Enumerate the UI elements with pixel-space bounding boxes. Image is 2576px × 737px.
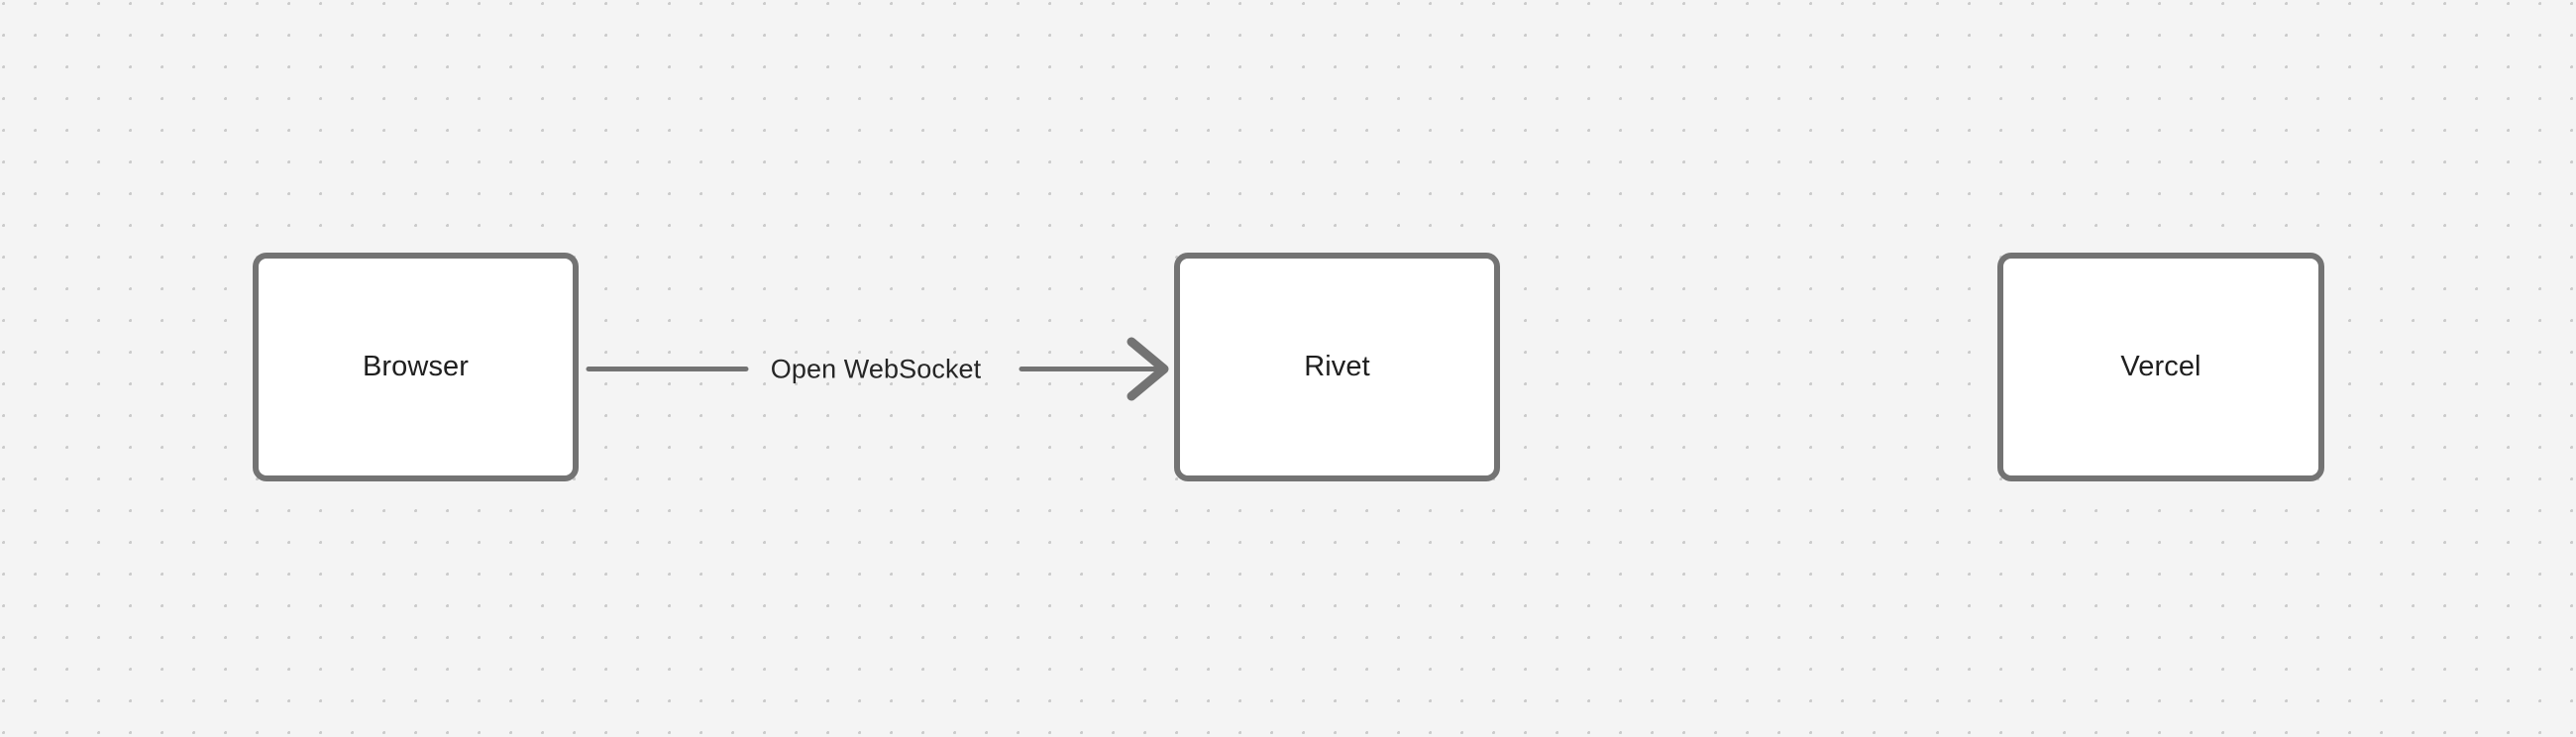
node-browser-label: Browser xyxy=(362,351,470,382)
edge-label-open-websocket: Open WebSocket xyxy=(770,354,982,384)
node-vercel[interactable]: Vercel xyxy=(1997,253,2324,481)
edge-browser-to-rivet-arrowhead-icon xyxy=(1127,337,1169,401)
node-rivet[interactable]: Rivet xyxy=(1174,253,1500,481)
node-browser[interactable]: Browser xyxy=(253,253,579,481)
node-vercel-label: Vercel xyxy=(2120,351,2201,382)
node-rivet-label: Rivet xyxy=(1304,351,1370,382)
